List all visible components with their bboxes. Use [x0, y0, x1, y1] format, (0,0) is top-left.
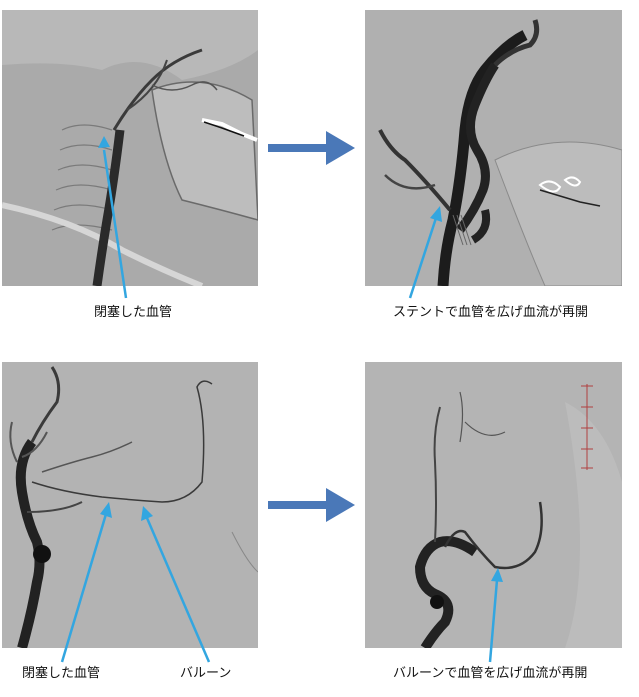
right-arrow-icon	[268, 488, 355, 522]
angiogram-before-stent-image	[2, 10, 258, 286]
angiogram-after-stent	[365, 10, 622, 286]
angiogram-after-stent-image	[365, 10, 622, 286]
angiogram-before-balloon	[2, 362, 258, 648]
caption-balloon-result: バルーンで血管を広げ血流が再開	[393, 666, 588, 681]
angiogram-after-balloon-image	[365, 362, 622, 648]
angiogram-before-balloon-image	[2, 362, 258, 648]
caption-balloon: バルーン	[180, 666, 232, 681]
right-arrow-icon	[268, 131, 355, 165]
angiogram-before-stent	[2, 10, 258, 286]
caption-occluded-vessel-bottom: 閉塞した血管	[22, 666, 101, 681]
caption-occluded-vessel-top: 閉塞した血管	[94, 305, 173, 320]
angiogram-after-balloon	[365, 362, 622, 648]
caption-stent-result: ステントで血管を広げ血流が再開	[393, 305, 589, 320]
